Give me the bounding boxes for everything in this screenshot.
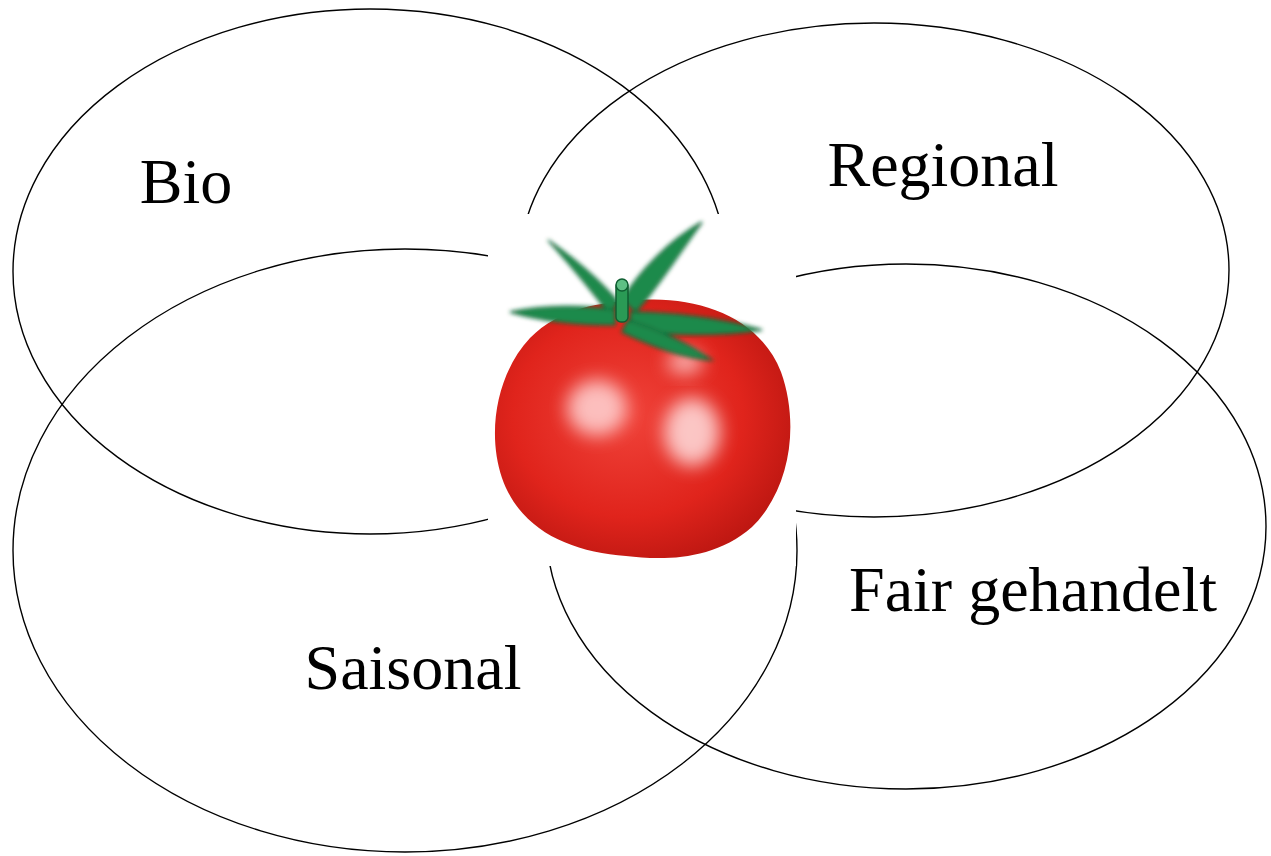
ellipse-line — [546, 264, 1266, 789]
tomato-highlight — [664, 398, 720, 466]
tomato-stem-tip — [616, 279, 628, 291]
category-label: Fair gehandelt — [849, 553, 1217, 627]
category-label: Bio — [140, 145, 232, 219]
image-ground — [488, 214, 796, 566]
tomato-body — [495, 300, 790, 559]
ellipse-line — [13, 249, 797, 852]
category-label: Saisonal — [305, 631, 522, 705]
tomato-calyx — [510, 222, 762, 360]
category-label: Regional — [827, 128, 1058, 202]
tomato-highlight — [567, 380, 627, 436]
ellipse-line — [13, 9, 727, 534]
ellipse-line — [519, 23, 1229, 517]
